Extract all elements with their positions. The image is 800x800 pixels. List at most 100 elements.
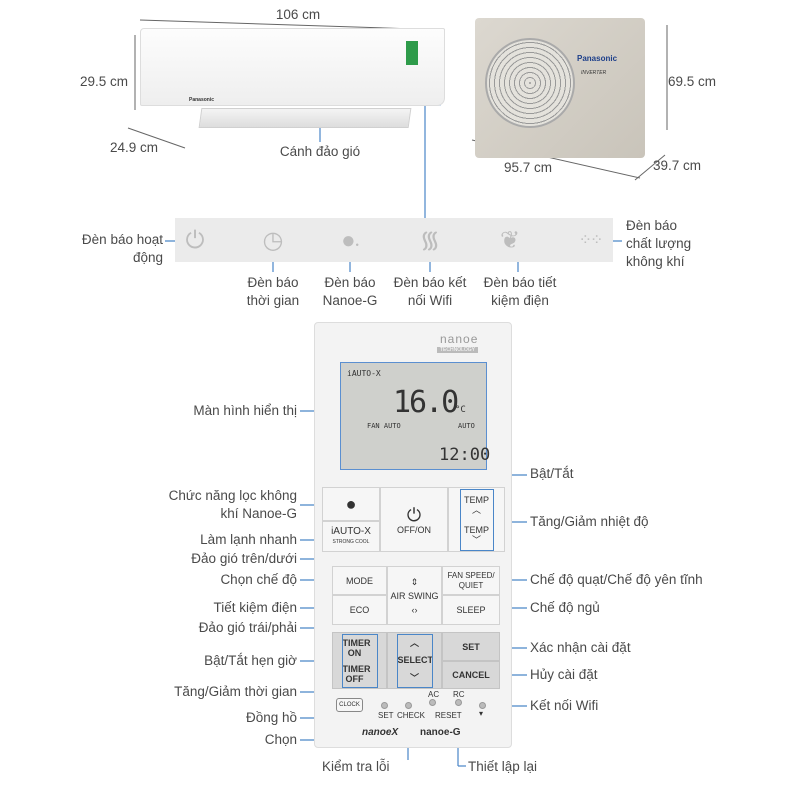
- temp-up-label: TEMP: [463, 494, 489, 505]
- eco-button[interactable]: ECO: [332, 595, 387, 625]
- indicator-power-label: Đèn báo hoạt động: [81, 232, 163, 265]
- nanoe-g-logo: nanoe-G: [420, 727, 461, 738]
- indoor-width: 106 cm: [275, 7, 321, 22]
- callout-cancel: Hủy cài đặt: [530, 667, 598, 682]
- callout-time-adjust: Tăng/Giảm thời gian: [174, 684, 297, 699]
- set-pinhole-button[interactable]: [381, 702, 388, 709]
- sleep-button[interactable]: SLEEP: [442, 595, 500, 625]
- lcd-swing: AUTO: [458, 422, 475, 430]
- rc-reset-button[interactable]: [455, 699, 462, 706]
- inverter-badge: INVERTER: [581, 70, 607, 76]
- indicator-panel: [175, 218, 613, 262]
- timer-off-button[interactable]: TIMER OFF: [342, 663, 371, 684]
- nanoe-logo: nanoe: [440, 332, 479, 346]
- select-up-button[interactable]: ︿: [409, 638, 419, 649]
- timer-icon: ◷: [262, 227, 284, 254]
- callout-reset: Thiết lập lại: [468, 759, 538, 774]
- swing-updown-icon[interactable]: ⇕: [410, 576, 419, 587]
- callout-check: Kiểm tra lỗi: [322, 759, 390, 774]
- iauto-x-label: iAUTO-X: [331, 525, 371, 537]
- callout-display: Màn hình hiển thị: [193, 403, 297, 418]
- power-icon: ⏻: [185, 227, 205, 254]
- callout-power: Bật/Tắt: [530, 466, 574, 481]
- off-on-label: OFF/ON: [397, 524, 431, 535]
- indoor-height: 29.5 cm: [80, 74, 129, 89]
- callout-select: Chọn: [264, 732, 297, 747]
- temp-button-group: TEMP︿ TEMP﹀: [448, 487, 505, 552]
- wifi-button[interactable]: [479, 702, 486, 709]
- lcd-unit: °C: [455, 405, 466, 415]
- callout-temp: Tăng/Giảm nhiệt độ: [530, 514, 649, 529]
- outdoor-depth: 39.7 cm: [653, 158, 702, 173]
- indoor-unit: Panasonic: [140, 28, 445, 106]
- timer-button-group: TIMER ON TIMER OFF: [332, 632, 387, 689]
- air-swing-button[interactable]: ⇕ AIR SWING ‹›: [387, 566, 442, 625]
- lcd-display: iAUTO-X 16.0 °C FAN AUTO AUTO 12:00: [340, 362, 491, 470]
- wifi-icon: ᯾: [419, 227, 441, 254]
- callout-eco: Tiết kiệm điện: [213, 600, 297, 615]
- callout-nanoe-filter: Chức năng lọc không khí Nanoe-G: [168, 488, 297, 521]
- nanoe-button[interactable]: ●: [322, 487, 380, 521]
- ac-reset-button[interactable]: [429, 699, 436, 706]
- rc-label: RC: [453, 690, 465, 699]
- temp-up-button[interactable]: TEMP︿: [463, 494, 489, 515]
- outdoor-fan: [485, 38, 575, 128]
- indicator-eco-label: Đèn báo tiết kiệm điện: [483, 275, 557, 308]
- indicator-timer-label: Đèn báo thời gian: [246, 275, 300, 308]
- callout-timer: Bật/Tắt hẹn giờ: [204, 653, 297, 668]
- lcd-mode: iAUTO-X: [347, 369, 381, 378]
- nanoe-icon: ●•: [341, 227, 359, 254]
- lcd-time: 12:00: [439, 445, 491, 465]
- temp-down-button[interactable]: TEMP﹀: [463, 524, 489, 545]
- check-label: CHECK: [397, 711, 426, 720]
- temp-down-label: TEMP: [463, 524, 489, 535]
- temp-buttons[interactable]: TEMP︿ TEMP﹀: [459, 488, 494, 551]
- louver-label: Cánh đảo gió: [279, 144, 361, 159]
- clock-button[interactable]: CLOCK: [336, 698, 363, 712]
- fan-speed-quiet-button[interactable]: FAN SPEED/ QUIET: [442, 566, 500, 595]
- indicator-air-quality-label: Đèn báo chất lượng không khí: [626, 218, 692, 269]
- outdoor-height: 69.5 cm: [668, 74, 717, 89]
- timer-on-button[interactable]: TIMER ON: [342, 637, 371, 658]
- energy-label: [406, 41, 418, 65]
- louver: [198, 108, 412, 128]
- reset-label: RESET: [435, 711, 462, 720]
- air-swing-label: AIR SWING: [390, 590, 439, 601]
- cancel-button[interactable]: CANCEL: [442, 661, 500, 689]
- iauto-x-sublabel: STRONG COOL: [332, 538, 370, 545]
- lcd-temp: 16.0: [393, 385, 459, 420]
- callout-mode: Chọn chế độ: [220, 572, 297, 587]
- nanoe-logo-sub: TECHNOLOGY: [437, 347, 479, 353]
- select-button-group: ︿ SELECT ﹀: [387, 632, 442, 689]
- indicator-wifi-label: Đèn báo kết nối Wifi: [393, 275, 467, 308]
- lcd-fan: FAN AUTO: [367, 422, 401, 430]
- off-on-button[interactable]: ⏻OFF/ON: [380, 487, 448, 552]
- nanoex-logo: nanoeX: [362, 727, 399, 738]
- wifi-small-icon: ▾: [479, 709, 484, 718]
- check-button[interactable]: [405, 702, 412, 709]
- callout-clock: Đồng hồ: [245, 710, 297, 725]
- ac-label: AC: [428, 690, 440, 699]
- callout-sleep: Chế độ ngủ: [530, 600, 600, 615]
- indoor-brand: Panasonic: [189, 97, 215, 103]
- leaf-icon: ❦: [499, 227, 521, 254]
- outdoor-width: 95.7 cm: [503, 160, 553, 175]
- set-small-label: SET: [378, 711, 394, 720]
- callout-fan: Chế độ quạt/Chế độ yên tĩnh: [530, 572, 703, 587]
- mode-button[interactable]: MODE: [332, 566, 387, 595]
- outdoor-brand: Panasonic: [577, 54, 618, 63]
- indicator-nanoe-label: Đèn báo Nanoe-G: [322, 275, 378, 308]
- indoor-depth: 24.9 cm: [110, 140, 159, 155]
- select-label: SELECT: [397, 655, 434, 666]
- air-quality-icon: ⁘⁘: [578, 232, 604, 249]
- power-icon: ⏻: [406, 504, 422, 525]
- callout-wifi: Kết nối Wifi: [530, 698, 599, 713]
- callout-swing-lr: Đảo gió trái/phải: [198, 620, 297, 635]
- set-button[interactable]: SET: [442, 632, 500, 661]
- callout-set: Xác nhận cài đặt: [530, 640, 631, 655]
- callout-fast-cool: Làm lạnh nhanh: [200, 532, 297, 547]
- callout-swing-ud: Đảo gió trên/dưới: [191, 551, 297, 566]
- select-down-button[interactable]: ﹀: [409, 672, 419, 683]
- swing-leftright-icon[interactable]: ‹›: [411, 604, 418, 615]
